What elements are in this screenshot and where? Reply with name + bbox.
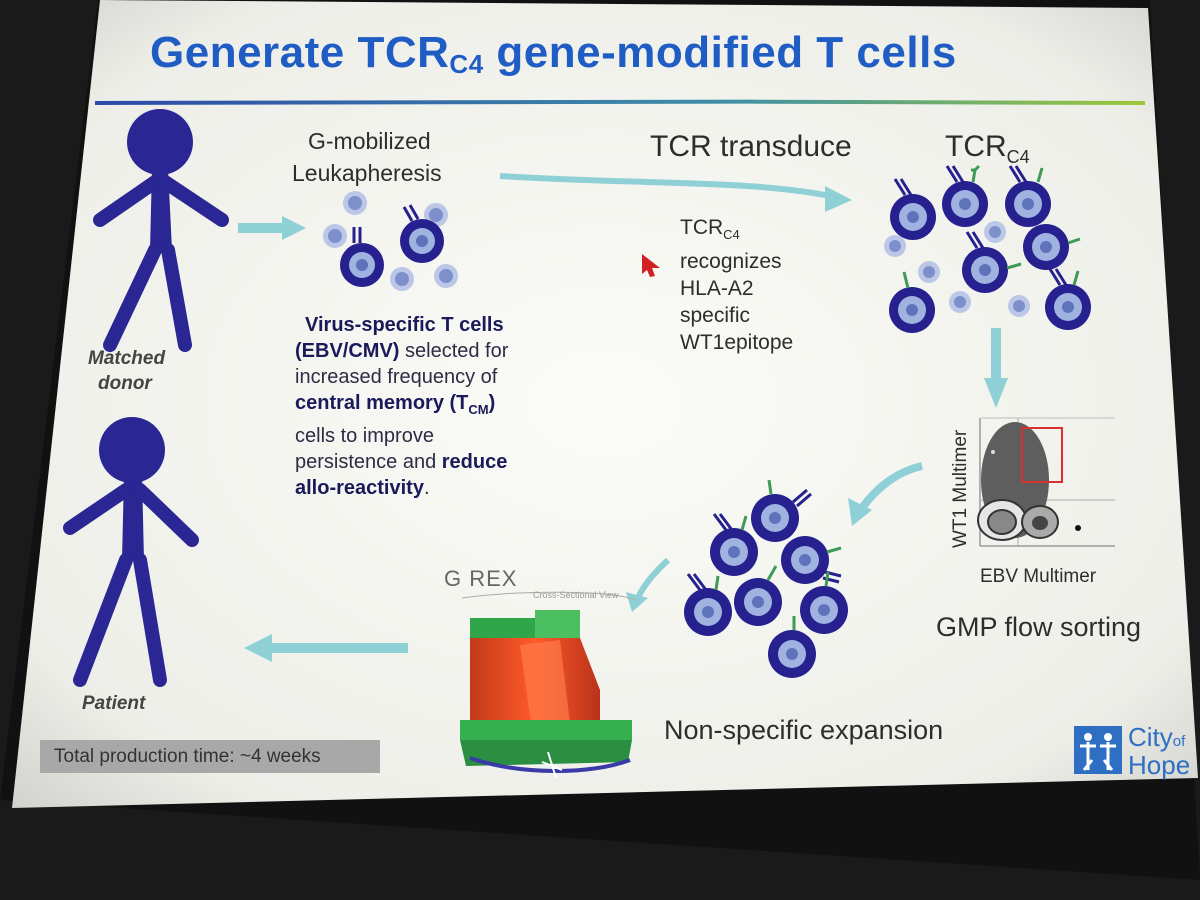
flow-y-axis-label: WT1 Multimer (950, 429, 971, 548)
donor-label-line2: donor (98, 373, 152, 394)
cursor-icon (642, 254, 660, 277)
logo-hope: Hope (1128, 750, 1191, 780)
expansion-cells (684, 479, 848, 678)
tcr-transduce-label: TCR transduce (650, 130, 852, 163)
page-title: Generate TCRC4 gene-modified T cells (150, 28, 957, 79)
city-of-hope-logo-mark (1074, 726, 1122, 774)
flow-x-axis-label: EBV Multimer (980, 566, 1097, 587)
gmp-flow-sorting-label: GMP flow sorting (936, 612, 1142, 642)
patient-label: Patient (82, 693, 146, 714)
leuka-line1: G-mobilized (308, 128, 431, 154)
tcr-c4-cells (884, 164, 1091, 333)
expansion-label: Non-specific expansion (664, 715, 944, 745)
flow-cytometry-plot (977, 417, 1115, 547)
grex-caption: Cross-Sectional View (533, 590, 619, 600)
leuka-line2: Leukapheresis (292, 160, 442, 186)
donor-figure (93, 109, 229, 352)
patient-figure (63, 417, 199, 687)
donor-label-line1: Matched (88, 348, 166, 369)
logo-city: Cityof (1128, 722, 1186, 752)
virus-specific-description: Virus-specific T cells (EBV/CMV) selecte… (295, 314, 509, 499)
grex-logo: G REX (444, 566, 518, 591)
grex-device (460, 591, 637, 779)
tcr-recognition-note: TCRC4 recognizes HLA-A2 specific WT1epit… (680, 216, 794, 355)
leukapheresis-cells (323, 191, 458, 291)
tcr-c4-label: TCRC4 (945, 130, 1030, 167)
production-time-note: Total production time: ~4 weeks (40, 740, 380, 773)
flow-arrows (238, 173, 1008, 662)
